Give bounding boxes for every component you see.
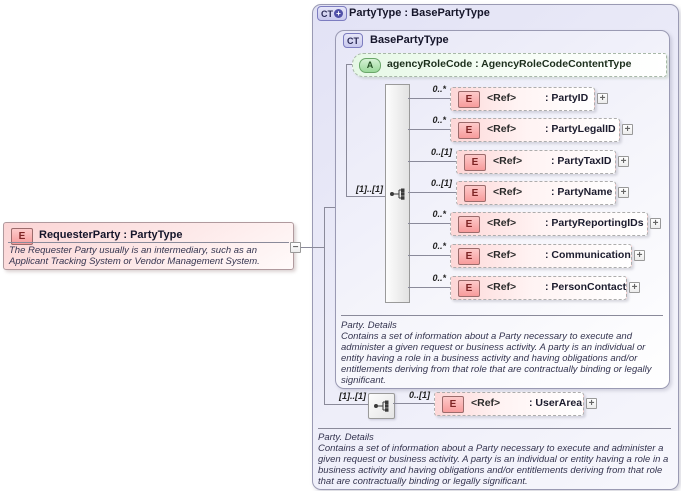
element-row-PersonContact[interactable]: E <Ref> : PersonContact [450,276,627,300]
connector-line [324,207,325,405]
element-icon: E [11,228,33,245]
element-icon: E [464,154,486,171]
element-box-RequesterParty[interactable]: E RequesterParty : PartyType The Request… [3,222,294,270]
connector-line [393,403,434,404]
attribute-icon: A [359,58,381,73]
sequence-compositor-bar[interactable] [385,84,410,303]
connector-line [346,196,385,197]
connector-line [408,255,450,256]
element-name: : PartyID [545,92,589,104]
requester-party-annotation: The Requester Party usually is an interm… [9,245,260,267]
connector-line [346,64,352,65]
connector-line [408,223,450,224]
element-row-Communication[interactable]: E <Ref> : Communication [450,244,632,268]
expand-button[interactable]: + [618,187,629,198]
element-icon: E [464,185,486,202]
element-icon: E [458,248,480,265]
base-type-title: BasePartyType [370,34,449,46]
element-ref-label: <Ref> [493,155,523,167]
expand-button[interactable]: + [597,93,608,104]
sequence-cardinality-label: [1]..[1] [356,184,383,194]
element-icon: E [458,216,480,233]
base-type-annotation: Party. Details Contains a set of informa… [341,320,657,386]
element-ref-label: <Ref> [493,186,523,198]
expand-button[interactable]: + [634,250,645,261]
connector-line [324,404,368,405]
annotation-body: Contains a set of information about a Pa… [341,331,652,386]
expand-button[interactable]: + [586,398,597,409]
attribute-row-agencyRoleCode[interactable]: A agencyRoleCode : AgencyRoleCodeContent… [352,53,667,77]
element-row-PartyName[interactable]: E <Ref> : PartyName [456,181,616,205]
outer-type-annotation: Party. Details Contains a set of informa… [318,432,670,487]
connector-line [408,287,450,288]
cardinality-label: 0..* [432,115,446,125]
sequence-cardinality-label: [1]..[1] [339,391,366,401]
expand-button[interactable]: + [622,124,633,135]
annotation-body: Contains a set of information about a Pa… [318,443,669,487]
expand-button[interactable]: + [618,156,629,167]
cardinality-label: 0..* [432,84,446,94]
cardinality-label: 0..[1] [408,390,430,400]
complextype-extension-icon: CT+ [317,6,347,21]
attribute-label: agencyRoleCode : AgencyRoleCodeContentTy… [387,58,632,70]
element-row-PartyLegalID[interactable]: E <Ref> : PartyLegalID [450,118,620,142]
element-ref-label: <Ref> [487,217,517,229]
cardinality-label: 0..[1] [430,147,452,157]
element-icon: E [442,396,464,413]
element-name: : Communication [545,249,631,261]
plus-circle-icon: + [334,9,343,18]
connector-line [408,192,456,193]
element-row-UserArea[interactable]: E <Ref> : UserArea [434,392,584,416]
connector-line [324,207,335,208]
element-ref-label: <Ref> [471,397,501,409]
connector-line [408,161,456,162]
element-ref-label: <Ref> [487,249,517,261]
cardinality-label: 0..* [432,241,446,251]
cardinality-label: 0..[1] [430,178,452,188]
collapse-button[interactable]: − [290,242,301,253]
element-name: : PartyName [551,186,613,198]
element-icon: E [458,122,480,139]
sequence-icon [374,400,389,412]
connector-line [301,247,324,248]
element-name: : PersonContact [545,281,627,293]
element-icon: E [458,91,480,108]
expand-button[interactable]: + [629,282,640,293]
cardinality-label: 0..* [432,209,446,219]
element-row-PartyReportingIDs[interactable]: E <Ref> : PartyReportingIDs [450,212,648,236]
annotation-divider [341,315,663,316]
element-row-PartyID[interactable]: E <Ref> : PartyID [450,87,595,111]
outer-type-title: PartyType : BasePartyType [349,7,490,19]
cardinality-label: 0..* [432,273,446,283]
sequence-icon [390,188,405,200]
sequence-compositor-box[interactable] [368,393,395,419]
element-name: : UserArea [529,397,583,409]
annotation-divider [318,428,671,429]
element-ref-label: <Ref> [487,123,517,135]
annotation-title: Party. Details [341,320,397,331]
element-ref-label: <Ref> [487,92,517,104]
element-row-PartyTaxID[interactable]: E <Ref> : PartyTaxID [456,150,616,174]
annotation-title: Party. Details [318,432,374,443]
requester-party-title: RequesterParty : PartyType [39,229,183,241]
complextype-icon: CT [343,33,363,48]
connector-line [346,64,347,196]
expand-button[interactable]: + [650,218,661,229]
connector-line [408,129,450,130]
element-name: : PartyTaxID [551,155,612,167]
element-icon: E [458,280,480,297]
element-ref-label: <Ref> [487,281,517,293]
element-name: : PartyLegalID [545,123,616,135]
connector-line [408,98,450,99]
element-name: : PartyReportingIDs [545,217,644,229]
annotation-divider [8,242,289,243]
